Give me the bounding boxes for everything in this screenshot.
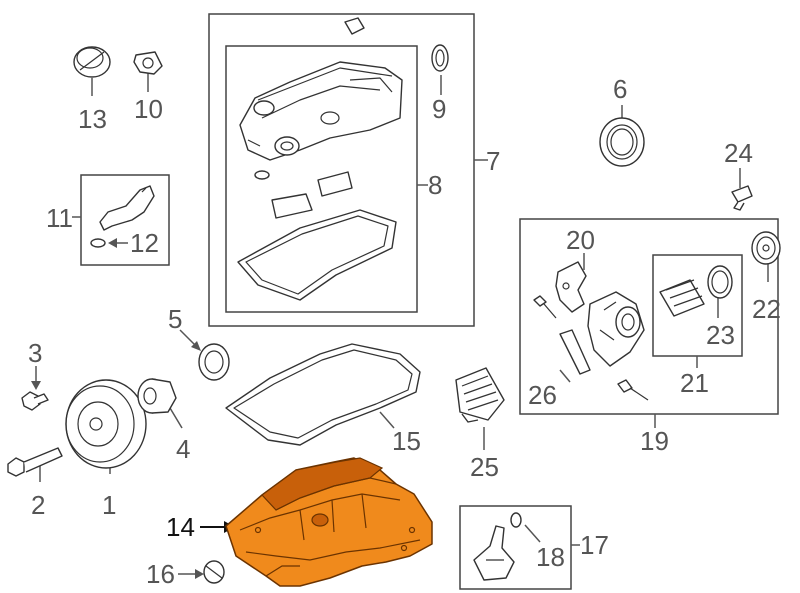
box-11 <box>80 174 170 266</box>
part-3-bolt <box>21 391 49 411</box>
callout-20: 20 <box>566 225 595 255</box>
callout-13: 13 <box>78 104 107 134</box>
callout-10: 10 <box>134 94 163 124</box>
part-4-hub <box>137 378 177 414</box>
part-14-oil-pan-highlighted <box>225 457 433 587</box>
callout-12: 12 <box>130 228 159 258</box>
box-19 <box>519 218 779 415</box>
part-22-filter-cap <box>751 231 781 265</box>
part-13-oil-filler-cap <box>73 46 111 78</box>
part-24-sensor <box>731 185 753 211</box>
part-15-pan-gasket <box>225 343 421 446</box>
part-25-oil-cooler <box>455 367 505 423</box>
callout-11: 11 <box>46 203 73 233</box>
part-oil-filter-element <box>659 279 705 317</box>
part-oil-filter-housing <box>587 291 645 367</box>
part-18-o-ring <box>510 512 522 528</box>
callout-19: 19 <box>640 426 669 456</box>
callout-21: 21 <box>680 368 709 398</box>
callout-17: 17 <box>580 530 609 560</box>
box-7 <box>208 13 475 327</box>
part-11-dipstick-tube <box>99 185 155 231</box>
callout-1: 1 <box>102 490 116 520</box>
callout-24: 24 <box>724 138 753 168</box>
part-10-gasket <box>133 51 163 75</box>
callout-16: 16 <box>146 559 175 589</box>
part-1-pulley <box>65 379 147 469</box>
part-clip <box>344 17 365 35</box>
callout-5: 5 <box>168 304 182 334</box>
part-9-seal <box>431 44 449 72</box>
callout-25: 25 <box>470 452 499 482</box>
part-bolt-19 <box>617 379 649 401</box>
callout-26: 26 <box>528 380 557 410</box>
callout-23: 23 <box>706 320 735 350</box>
part-26-strip <box>559 329 591 375</box>
part-bolt-20 <box>533 295 557 319</box>
part-16-drain-plug <box>203 560 225 584</box>
callout-14: 14 <box>166 512 195 542</box>
callout-7: 7 <box>486 146 500 176</box>
part-8-cover-gasket <box>237 209 397 301</box>
callout-2: 2 <box>31 490 45 520</box>
part-6-crank-seal <box>599 117 645 167</box>
part-2-long-bolt <box>7 447 63 477</box>
part-8-valve-cover <box>239 61 403 161</box>
part-8-small-seals <box>254 170 353 219</box>
part-20-bracket <box>555 261 587 313</box>
part-5-seal <box>198 343 230 381</box>
callout-22: 22 <box>752 294 781 324</box>
callout-8: 8 <box>428 170 442 200</box>
callout-labels: 13 10 9 6 7 8 24 11 12 20 22 23 5 3 21 2… <box>28 74 781 589</box>
part-17-sensor-assembly <box>473 525 515 581</box>
callout-3: 3 <box>28 338 42 368</box>
box-17 <box>459 505 572 590</box>
callout-18: 18 <box>536 542 565 572</box>
callout-4: 4 <box>176 434 190 464</box>
part-12-o-ring <box>90 238 106 248</box>
callout-6: 6 <box>613 74 627 104</box>
box-8 <box>225 45 418 313</box>
part-23-seal <box>707 265 733 299</box>
callout-15: 15 <box>392 426 421 456</box>
callout-9: 9 <box>432 94 446 124</box>
